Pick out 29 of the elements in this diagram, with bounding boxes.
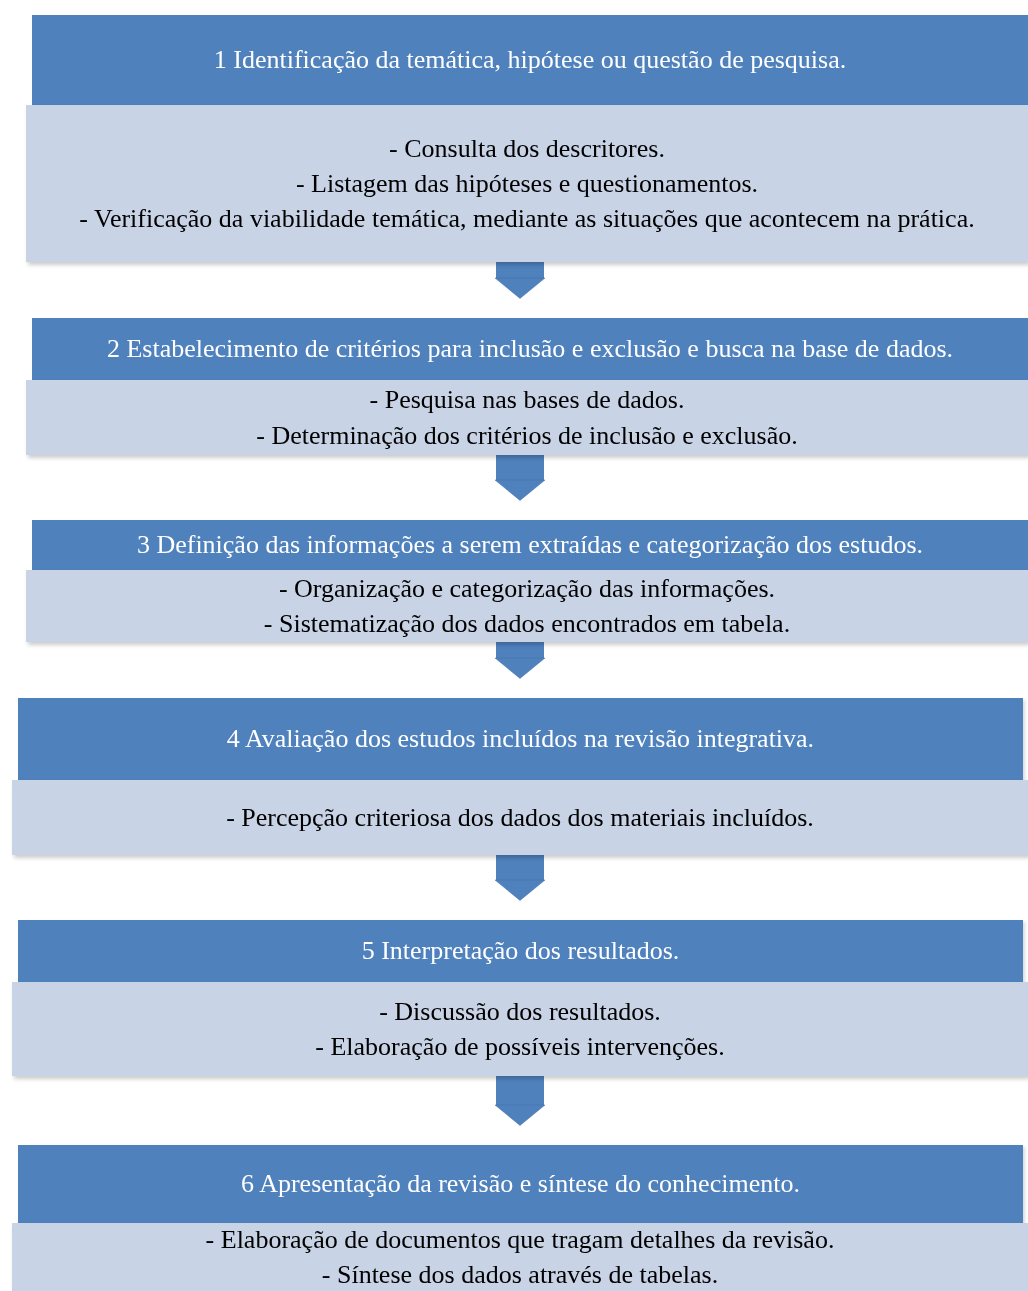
detail-item: - Pesquisa nas bases de dados. [369,384,685,417]
down-arrow [494,642,546,679]
down-arrow [494,855,546,901]
detail-item: - Elaboração de possíveis intervenções. [315,1031,725,1063]
step-header: 5 Interpretação dos resultados. [18,920,1023,982]
down-arrow [494,262,546,299]
down-arrow [494,1076,546,1126]
step-details-panel [12,982,1028,1076]
step-details-panel [12,780,1028,855]
down-arrow [494,455,546,501]
detail-item: - Listagem das hipóteses e questionamentos. [295,167,759,200]
step-details-panel [26,570,1028,642]
step-header: 2 Estabelecimento de critérios para inclusão e exclusão e busca na base de dados. [32,318,1028,380]
detail-item: - Organização e categorização das informações. [278,572,776,605]
detail-item: - Consulta dos descritores. [389,132,665,165]
step-header: 1 Identificação da temática, hipótese ou questão de pesquisa. [32,15,1028,105]
detail-item: - Determinação dos critérios de inclusão e exclusão. [256,419,798,452]
detail-item: - Elaboração de documentos que tragam detalhes da revisão. [205,1223,835,1256]
detail-item: - Sistematização dos dados encontrados em tabela. [263,608,791,640]
step-details-panel [26,380,1028,455]
step-details-panel [26,105,1028,262]
step-details-panel [12,1223,1028,1291]
step-header: 3 Definição das informações a serem extraídas e categorização dos estudos. [32,520,1028,570]
detail-item: - Síntese dos dados através de tabelas. [321,1259,719,1291]
step-header: 4 Avaliação dos estudos incluídos na revisão integrativa. [18,698,1023,780]
detail-item: - Percepção criteriosa dos dados dos materiais incluídos. [226,801,814,834]
step-header: 6 Apresentação da revisão e síntese do conhecimento. [18,1145,1023,1223]
detail-item: - Discussão dos resultados. [379,995,661,1028]
detail-item: - Verificação da viabilidade temática, mediante as situações que acontecem na prática. [79,203,975,236]
